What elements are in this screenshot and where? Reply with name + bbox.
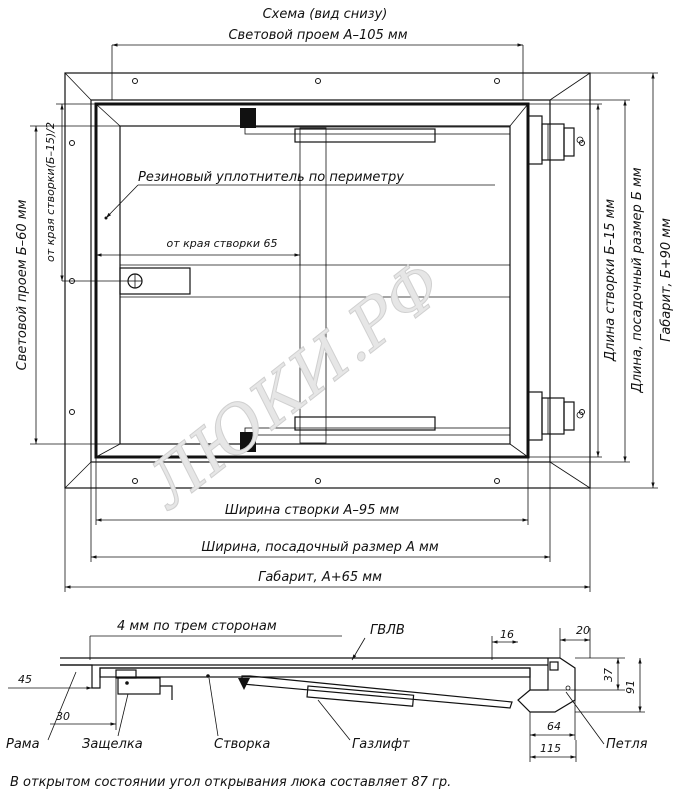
svg-text:Резиновый уплотнитель по перим: Резиновый уплотнитель по периметру [138, 170, 404, 185]
label-sash: Створка [208, 677, 270, 752]
dim-91: 91 [575, 658, 645, 713]
section-latch [115, 669, 173, 700]
dim-light-opening-a: Световой проем А–105 мм [111, 28, 524, 100]
svg-text:91: 91 [624, 680, 637, 694]
svg-text:Створка: Створка [214, 737, 270, 752]
dim-37: 37 [575, 657, 625, 691]
svg-text:37: 37 [602, 668, 615, 682]
svg-text:20: 20 [576, 624, 590, 637]
svg-text:16: 16 [500, 628, 514, 641]
dim-sash-width: Ширина створки А–95 мм [95, 457, 529, 525]
svg-text:4 мм по трем сторонам: 4 мм по трем сторонам [117, 619, 277, 634]
dim-115: 115 [529, 740, 577, 762]
label-gaslift: Газлифт [317, 699, 410, 752]
dim-16: 16 [491, 628, 518, 660]
label-three-sides: 4 мм по трем сторонам [89, 619, 342, 660]
svg-text:Ширина, посадочный размер А мм: Ширина, посадочный размер А мм [201, 540, 438, 555]
dim-20: 20 [559, 624, 591, 658]
svg-text:Световой проем А–105 мм: Световой проем А–105 мм [228, 28, 407, 43]
svg-text:Защелка: Защелка [82, 737, 143, 752]
section-hinge [517, 657, 576, 713]
label-rubber-seal: Резиновый уплотнитель по периметру [104, 170, 495, 220]
label-hinge: Петля [565, 691, 648, 752]
svg-text:Габарит, Б+90 мм: Габарит, Б+90 мм [659, 218, 674, 342]
gaslift-top [240, 108, 511, 143]
screw-holes [69, 78, 585, 484]
section-frame [60, 658, 549, 691]
svg-text:от края створки 65: от края створки 65 [166, 237, 277, 250]
watermark-logo: ЛЮКИ.РФ [132, 248, 457, 525]
gaslift-bottom [240, 416, 511, 452]
svg-text:Петля: Петля [606, 737, 648, 752]
svg-text:45: 45 [18, 673, 32, 686]
label-latch: Защелка [82, 693, 143, 752]
dim-gabarit-b: Габарит, Б+90 мм [590, 72, 674, 489]
dim-light-opening-b: Световой проем Б–60 мм [15, 125, 120, 445]
svg-text:115: 115 [540, 742, 561, 755]
svg-text:Газлифт: Газлифт [352, 737, 410, 752]
footer-note: В открытом состоянии угол открывания люк… [10, 775, 451, 790]
dim-from-sash-edge-65: от края створки 65 [96, 200, 301, 265]
svg-text:Ширина створки А–95 мм: Ширина створки А–95 мм [225, 503, 400, 518]
dim-64: 64 [529, 700, 576, 740]
dim-width-seat: Ширина, посадочный размер А мм [90, 462, 551, 562]
svg-text:30: 30 [56, 710, 70, 723]
dim-sash-length: Длина створки Б–15 мм [528, 103, 618, 458]
hinge-bottom [527, 391, 584, 441]
svg-text:Габарит, А+65 мм: Габарит, А+65 мм [258, 570, 382, 585]
hinge-top [527, 115, 584, 165]
svg-text:64: 64 [547, 720, 561, 733]
label-frame: Рама [6, 671, 77, 752]
svg-text:Длина, посадочный размер Б мм: Длина, посадочный размер Б мм [630, 167, 645, 393]
svg-text:Рама: Рама [6, 737, 40, 752]
diagram-title: Схема (вид снизу) [263, 7, 388, 22]
svg-text:Длина створки Б–15 мм: Длина створки Б–15 мм [603, 199, 618, 362]
outer-frame [64, 72, 591, 489]
dim-gabarit-a: Габарит, А+65 мм [64, 488, 591, 592]
gvlv-board: ГВЛВ [60, 623, 548, 666]
svg-text:от края створки(Б–15)/2: от края створки(Б–15)/2 [44, 122, 57, 262]
dim-45: 45 [8, 673, 92, 690]
svg-text:Световой проем Б–60 мм: Световой проем Б–60 мм [15, 199, 30, 370]
dim-30: 30 [50, 678, 117, 730]
svg-text:ГВЛВ: ГВЛВ [370, 623, 405, 638]
stiffening-frame [119, 127, 510, 444]
section-gaslift [206, 674, 513, 709]
dim-length-seat: Длина, посадочный размер Б мм [550, 99, 645, 463]
dim-from-sash-edge-b: от края створки(Б–15)/2 [44, 103, 128, 282]
